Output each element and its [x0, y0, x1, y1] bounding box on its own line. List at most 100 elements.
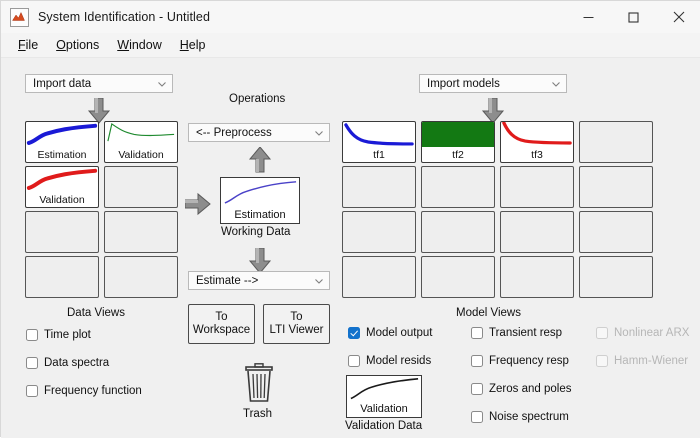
checkbox-noise-spectrum[interactable]: Noise spectrum — [471, 411, 569, 423]
data-cell-empty[interactable] — [25, 211, 99, 253]
window-title: System Identification - Untitled — [38, 10, 211, 24]
checkbox-model-resids[interactable]: Model resids — [348, 355, 431, 367]
model-cell-empty[interactable] — [500, 256, 574, 298]
model-cell-label: tf1 — [373, 149, 385, 161]
trash-label: Trash — [243, 408, 272, 420]
data-cell-plot — [105, 122, 177, 147]
close-button[interactable] — [656, 1, 700, 33]
model-cell-empty[interactable] — [342, 256, 416, 298]
matlab-wave-icon — [10, 7, 29, 27]
menu-mnemonic-options: O — [56, 38, 66, 52]
model-cell-empty[interactable] — [500, 211, 574, 253]
menu-rest-file: ile — [25, 38, 39, 52]
chevron-down-icon — [158, 81, 166, 87]
model-cell-empty[interactable] — [342, 211, 416, 253]
checkbox-box[interactable] — [26, 357, 38, 369]
import-models-combo[interactable]: Import models — [419, 74, 567, 93]
to-lti-viewer-button[interactable]: To LTI Viewer — [263, 304, 330, 344]
model-cell-tf1[interactable]: tf1 — [342, 121, 416, 163]
data-cell-empty[interactable] — [104, 256, 178, 298]
import-data-combo[interactable]: Import data — [25, 74, 173, 93]
checkbox-box[interactable] — [348, 355, 360, 367]
checkbox-label: Data spectra — [44, 357, 110, 369]
checkbox-box[interactable] — [26, 385, 38, 397]
model-cell-tf2[interactable]: tf2 — [421, 121, 495, 163]
preprocess-up-arrow-icon — [248, 147, 272, 173]
data-cell-validation-green[interactable]: Validation — [104, 121, 178, 163]
model-views-caption: Model Views — [456, 307, 521, 319]
validation-data-plot — [347, 376, 421, 402]
checkbox-time-plot[interactable]: Time plot — [26, 329, 91, 341]
import-data-down-arrow-icon — [87, 98, 111, 124]
checkbox-label: Hamm-Wiener — [614, 355, 689, 367]
chevron-down-icon — [552, 81, 560, 87]
checkbox-frequency-resp[interactable]: Frequency resp — [471, 355, 569, 367]
working-data-right-arrow-icon — [185, 192, 211, 216]
working-data-box[interactable]: Estimation — [220, 177, 300, 224]
checkbox-zeros-and-poles[interactable]: Zeros and poles — [471, 383, 571, 395]
menu-item-window[interactable]: Window — [108, 36, 170, 54]
model-cell-empty[interactable] — [579, 166, 653, 208]
model-cell-empty[interactable] — [421, 166, 495, 208]
menu-rest-window: indow — [129, 38, 162, 52]
model-cell-empty[interactable] — [500, 166, 574, 208]
menu-mnemonic-help: H — [179, 38, 189, 52]
menu-item-file[interactable]: File — [9, 36, 47, 54]
model-cell-empty[interactable] — [342, 166, 416, 208]
checkbox-box — [596, 355, 608, 367]
checkbox-transient-resp[interactable]: Transient resp — [471, 327, 562, 339]
data-cell-empty[interactable] — [25, 256, 99, 298]
checkbox-box[interactable] — [471, 383, 483, 395]
model-cell-tf3[interactable]: tf3 — [500, 121, 574, 163]
validation-data-label: Validation — [360, 403, 408, 415]
maximize-button[interactable] — [611, 1, 656, 33]
data-cell-empty[interactable] — [104, 211, 178, 253]
model-cell-empty[interactable] — [421, 256, 495, 298]
checkbox-label: Noise spectrum — [489, 411, 569, 423]
data-cell-label: Validation — [118, 149, 164, 161]
minimize-button[interactable] — [566, 1, 611, 33]
model-cell-empty[interactable] — [421, 211, 495, 253]
checkbox-label: Frequency function — [44, 385, 142, 397]
model-cell-empty[interactable] — [579, 211, 653, 253]
menu-rest-help: elp — [188, 38, 206, 52]
data-cell-validation-red[interactable]: Validation — [25, 166, 99, 208]
working-data-label: Estimation — [234, 209, 286, 221]
chevron-down-icon — [315, 130, 323, 136]
model-cell-empty[interactable] — [579, 256, 653, 298]
menu-bar: File Options Window Help — [1, 33, 700, 58]
trash-icon[interactable] — [243, 363, 275, 407]
estimate-combo[interactable]: Estimate --> — [188, 271, 330, 290]
model-cell-selected-fill — [422, 122, 494, 147]
checkbox-label: Model output — [366, 327, 433, 339]
preprocess-combo-value: <-- Preprocess — [196, 126, 272, 139]
checkbox-box[interactable] — [471, 411, 483, 423]
estimate-combo-value: Estimate --> — [196, 274, 259, 287]
to-lti-viewer-line1: To — [290, 311, 303, 323]
working-data-plot — [221, 178, 299, 207]
menu-item-help[interactable]: Help — [171, 36, 215, 54]
model-cell-label: tf2 — [452, 149, 464, 161]
data-cell-empty[interactable] — [104, 166, 178, 208]
model-cell-empty[interactable] — [579, 121, 653, 163]
checkbox-box[interactable] — [471, 327, 483, 339]
menu-mnemonic-file: F — [18, 38, 26, 52]
validation-data-box[interactable]: Validation — [346, 375, 422, 418]
title-bar: System Identification - Untitled — [1, 1, 700, 34]
checkbox-data-spectra[interactable]: Data spectra — [26, 357, 109, 369]
checkbox-box[interactable] — [348, 327, 360, 339]
checkbox-nonlinear-arx: Nonlinear ARX — [596, 327, 689, 339]
to-workspace-button[interactable]: To Workspace — [188, 304, 255, 344]
checkbox-box[interactable] — [471, 355, 483, 367]
model-cell-label: tf3 — [531, 149, 543, 161]
data-cell-estimation[interactable]: Estimation — [25, 121, 99, 163]
maximize-icon — [628, 11, 639, 23]
checkbox-frequency-function[interactable]: Frequency function — [26, 385, 142, 397]
window-controls — [566, 1, 700, 33]
main-canvas: Import data Estimation — [1, 58, 700, 438]
preprocess-combo[interactable]: <-- Preprocess — [188, 123, 330, 142]
menu-item-options[interactable]: Options — [47, 36, 108, 54]
checkbox-box[interactable] — [26, 329, 38, 341]
checkbox-model-output[interactable]: Model output — [348, 327, 433, 339]
matlab-wave-glyph — [12, 11, 25, 21]
